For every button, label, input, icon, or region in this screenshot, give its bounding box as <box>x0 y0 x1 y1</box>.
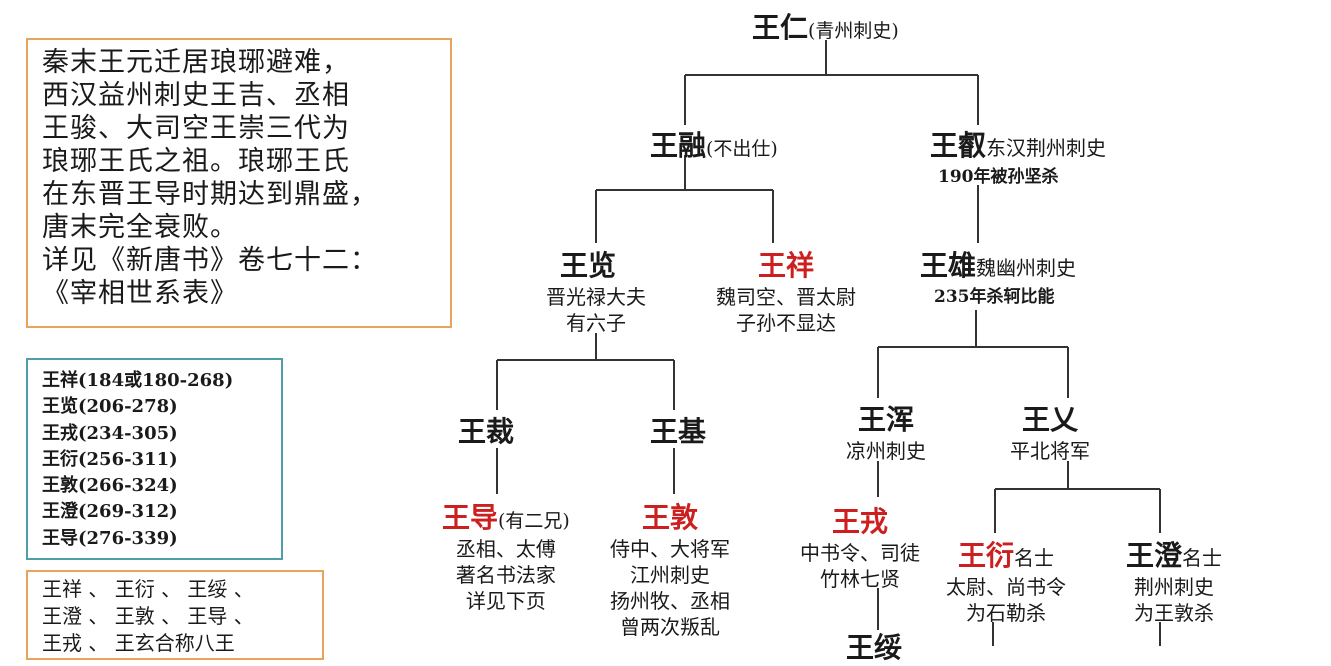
person-info: 有六子 <box>566 311 626 335</box>
node-wangyi: 王乂 平北将军 <box>1010 398 1090 464</box>
node-wanghun: 王浑 凉州刺史 <box>846 398 926 464</box>
person-info: 丞相、太傅 <box>455 537 556 561</box>
node-wangyan: 王衍名士 太尉、尚书令 为石勒杀 <box>946 534 1066 626</box>
intro-line: 西汉益州刺史王吉、丞相 <box>42 80 350 111</box>
person-name: 王戎 <box>831 505 888 538</box>
person-name: 王览 <box>559 249 616 282</box>
lifespan-item: 王敦(266-324) <box>42 475 178 497</box>
node-wangji: 王基 <box>650 410 706 450</box>
intro-line: 王骏、大司空王崇三代为 <box>42 113 350 144</box>
lifespan-item: 王衍(256-311) <box>42 448 178 470</box>
person-name: 王仁 <box>752 11 809 44</box>
person-name: 王祥 <box>757 249 814 282</box>
person-info: 235年杀轲比能 <box>934 287 1055 307</box>
person-info: 凉州刺史 <box>846 439 926 463</box>
node-wangcheng: 王澄名士 荆州刺史 为王敦杀 <box>1126 534 1222 626</box>
node-wangrong: 王戎 中书令、司徒 竹林七贤 <box>800 500 920 592</box>
person-name: 王绥 <box>846 631 903 664</box>
person-info: 曾两次叛乱 <box>620 615 720 639</box>
eight-wang-line: 王祥 、 王衍 、 王绥 、 <box>42 577 254 601</box>
intro-line: 琅琊王氏之祖。琅琊王氏 <box>42 146 350 177</box>
person-info: 晋光禄大夫 <box>546 285 646 309</box>
person-info: 平北将军 <box>1010 439 1090 463</box>
person-info: 魏司空、晋太尉 <box>716 285 856 309</box>
lifespan-item: 王澄(269-312) <box>42 501 178 523</box>
person-name: 王融 <box>650 129 707 162</box>
node-wangxiang: 王祥 魏司空、晋太尉 子孙不显达 <box>716 244 856 336</box>
eight-wang-line: 王澄 、 王敦 、 王导 、 <box>42 604 254 628</box>
lifespan-item: 王戎(234-305) <box>42 422 178 444</box>
node-wangdao: 王导(有二兄) 丞相、太傅 著名书法家 详见下页 <box>442 496 570 614</box>
person-info: 中书令、司徒 <box>800 541 920 565</box>
person-name: 王乂 <box>1021 403 1078 436</box>
person-name: 王雄 <box>920 249 977 282</box>
intro-line: 秦末王元迁居琅琊避难， <box>42 47 350 78</box>
eight-wang-box: 王祥 、 王衍 、 王绥 、 王澄 、 王敦 、 王导 、 王戎 、 王玄合称八… <box>26 570 324 660</box>
node-wangxiong: 王雄魏幽州刺史 235年杀轲比能 <box>920 244 1076 310</box>
person-info: 为王敦杀 <box>1134 601 1214 625</box>
person-info: 太尉、尚书令 <box>946 575 1066 599</box>
person-note: (青州刺史) <box>808 20 899 42</box>
family-tree-connectors <box>496 40 1161 646</box>
person-info: 详见下页 <box>465 589 546 613</box>
person-name: 王敦 <box>641 501 698 534</box>
node-wanglan: 王览 晋光禄大夫 有六子 <box>546 244 646 336</box>
lifespan-item: 王祥(184或180-268) <box>42 370 234 391</box>
person-name: 王导 <box>442 501 499 534</box>
intro-line: 详见《新唐书》卷七十二： <box>42 245 378 276</box>
person-info: 扬州牧、丞相 <box>610 589 730 613</box>
person-name: 王叡 <box>930 129 987 162</box>
person-info: 江州刺史 <box>630 563 710 587</box>
intro-line: 唐末完全衰败。 <box>42 212 238 243</box>
person-info: 荆州刺史 <box>1134 575 1214 599</box>
person-info: 著名书法家 <box>455 563 556 587</box>
intro-box: 秦末王元迁居琅琊避难， 西汉益州刺史王吉、丞相 王骏、大司空王崇三代为 琅琊王氏… <box>26 38 452 328</box>
person-name: 王基 <box>650 415 707 448</box>
lifespan-item: 王导(276-339) <box>42 527 178 549</box>
node-wangcai: 王裁 <box>458 410 514 450</box>
lifespan-box: 王祥(184或180-268) 王览(206-278) 王戎(234-305) … <box>26 358 283 560</box>
person-name: 王衍 <box>957 539 1014 572</box>
person-note: 名士 <box>1182 546 1223 570</box>
node-wangdun: 王敦 侍中、大将军 江州刺史 扬州牧、丞相 曾两次叛乱 <box>610 496 730 640</box>
person-note: 名士 <box>1014 546 1054 570</box>
person-note: 东汉荆州刺史 <box>986 136 1107 160</box>
lifespan-item: 王览(206-278) <box>42 396 178 418</box>
node-wangrong-root: 王融(不出仕) <box>650 124 778 164</box>
person-info: 侍中、大将军 <box>610 537 730 561</box>
person-name: 王裁 <box>458 415 515 448</box>
node-wangrui: 王叡东汉荆州刺史 190年被孙坚杀 <box>930 124 1106 190</box>
person-name: 王澄 <box>1126 539 1183 572</box>
intro-line: 《宰相世系表》 <box>42 278 238 309</box>
person-info: 子孙不显达 <box>736 311 836 335</box>
person-info: 为石勒杀 <box>966 601 1046 625</box>
person-info: 190年被孙坚杀 <box>938 167 1059 187</box>
node-wangsui: 王绥 <box>846 626 902 666</box>
person-info: 竹林七贤 <box>820 567 900 591</box>
person-note: 魏幽州刺史 <box>976 256 1077 280</box>
person-note: (不出仕) <box>706 138 778 160</box>
intro-line: 在东晋王导时期达到鼎盛， <box>42 179 378 210</box>
person-name: 王浑 <box>857 403 914 436</box>
person-note: (有二兄) <box>498 510 570 532</box>
node-wangren: 王仁(青州刺史) <box>752 6 899 46</box>
